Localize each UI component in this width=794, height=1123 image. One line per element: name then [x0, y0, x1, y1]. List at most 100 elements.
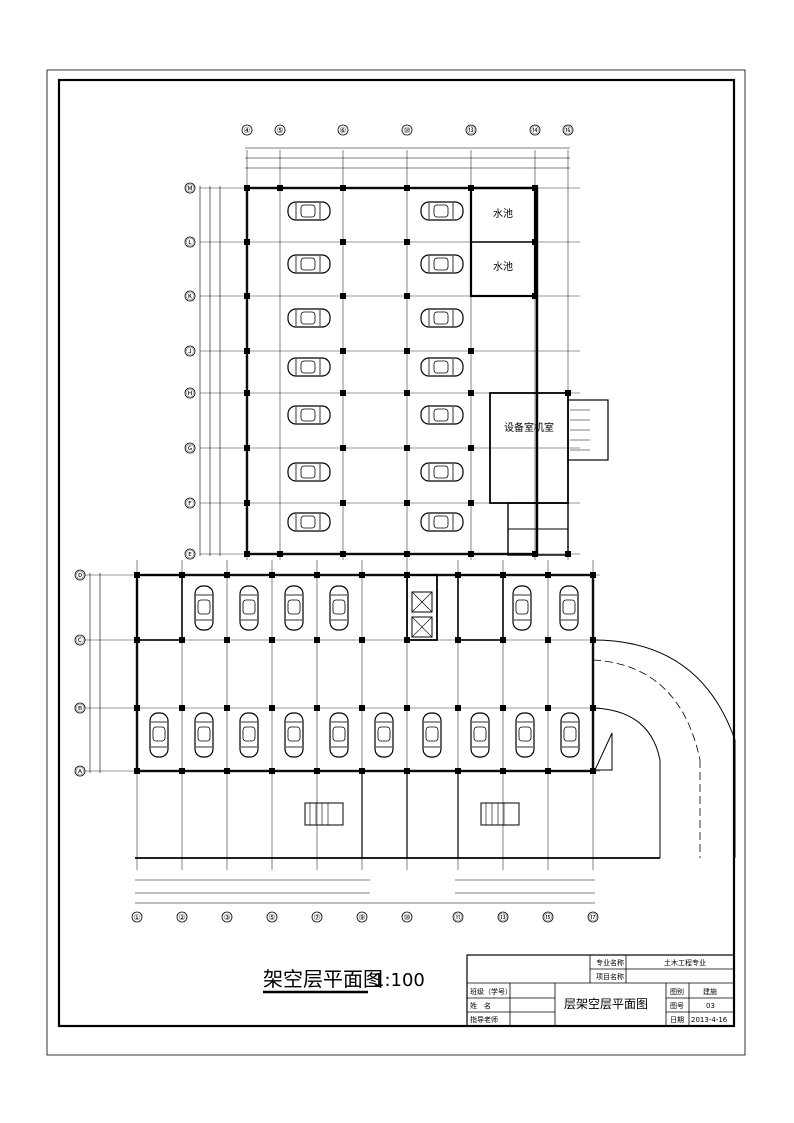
tb-category-label: 图别	[670, 987, 684, 996]
left-axis-bubble-label: Ⓙ	[186, 347, 194, 356]
parked-car-icon	[284, 585, 304, 631]
lower-left-dimension-lines	[89, 573, 101, 773]
lower-parking-cars	[149, 585, 580, 758]
top-axis-bubble-label: ⑤	[276, 126, 283, 135]
tb-number-value: 03	[706, 1002, 715, 1010]
bottom-axis-bubble-label: ⑨	[358, 913, 365, 922]
parked-car-icon	[515, 712, 535, 758]
ramp-curve-center	[592, 659, 701, 761]
parked-car-icon	[287, 254, 331, 274]
left-axis-bubbles-upper: Ⓜ Ⓛ Ⓚ Ⓙ Ⓗ Ⓖ Ⓕ Ⓔ	[184, 182, 196, 560]
outdoor-stair-right	[480, 802, 520, 826]
bottom-axis-bubble: ⑪	[452, 911, 464, 923]
bottom-axis-bubble: ③	[221, 911, 233, 923]
lower-block	[85, 560, 736, 904]
upper-parking-cars	[287, 201, 464, 532]
stair-right	[567, 399, 609, 461]
top-axis-bubble: ⑤	[274, 124, 286, 136]
parked-car-icon	[239, 712, 259, 758]
ramp-curve-outer	[592, 639, 736, 741]
left-axis-bubble-label: Ⓕ	[186, 499, 194, 508]
water-pool-label-2: 水池	[493, 260, 513, 273]
top-axis-bubble-label: ⑬	[467, 126, 475, 135]
stair-room-left	[136, 574, 183, 641]
tb-name-label: 姓 名	[470, 1001, 491, 1010]
parked-car-icon	[329, 585, 349, 631]
left-axis-bubble: Ⓚ	[184, 290, 196, 302]
left-axis-bubble-lower: Ⓑ	[74, 702, 86, 714]
left-axis-bubble: Ⓕ	[184, 497, 196, 509]
parked-car-icon	[422, 712, 442, 758]
tb-date-value: 2013-4-16	[691, 1016, 728, 1024]
parked-car-icon	[149, 712, 169, 758]
bottom-dimension-lines	[135, 879, 595, 904]
parked-car-icon	[287, 357, 331, 377]
left-axis-bubble-lower: Ⓒ	[74, 634, 86, 646]
left-axis-bubble-label: Ⓜ	[186, 184, 194, 193]
outdoor-stair-left	[304, 802, 344, 826]
bottom-axis-bubble-label: ⑦	[313, 913, 320, 922]
tb-project-label: 项目名称	[596, 972, 624, 981]
tb-advisor-label: 指导老师	[470, 1015, 498, 1024]
parked-car-icon	[194, 585, 214, 631]
parked-car-icon	[284, 712, 304, 758]
top-axis-bubble-label: ⑯	[564, 126, 572, 135]
tb-major-value: 土木工程专业	[664, 958, 706, 967]
bottom-axis-bubble: ⑨	[356, 911, 368, 923]
top-dimension-lines	[245, 147, 570, 169]
water-pool-label-1: 水池	[493, 207, 513, 220]
top-axis-bubble: ④	[241, 124, 253, 136]
parked-car-icon	[470, 712, 490, 758]
left-axis-bubbles-lower: Ⓓ Ⓒ Ⓑ Ⓐ	[74, 569, 86, 777]
elevator-core	[406, 574, 438, 641]
upper-columns	[244, 185, 571, 557]
left-axis-bubble: Ⓗ	[184, 387, 196, 399]
bottom-axis-bubble-label: ⑪	[454, 913, 462, 922]
left-axis-bubble-label: Ⓗ	[186, 389, 194, 398]
bottom-axis-bubble: ⑮	[542, 911, 554, 923]
parked-car-icon	[239, 585, 259, 631]
tb-class-label: 班级（学号）	[470, 987, 512, 996]
left-axis-bubble-label: Ⓛ	[186, 238, 194, 247]
bottom-axis-bubble-label: ⑩	[403, 913, 410, 922]
bottom-axis-bubble: ⑦	[311, 911, 323, 923]
left-axis-bubble-lower-label: Ⓐ	[76, 767, 84, 776]
upper-grid	[200, 150, 580, 560]
bottom-axis-bubble: ⑩	[401, 911, 413, 923]
parked-car-icon	[287, 512, 331, 532]
title-block-text: 专业名称 土木工程专业 项目名称 班级（学号） 姓 名 指导老师 图别 建施 图…	[470, 958, 728, 1024]
left-axis-bubble-lower-label: Ⓑ	[76, 704, 84, 713]
left-dimension-lines	[199, 186, 221, 556]
parked-car-icon	[420, 254, 464, 274]
parked-car-icon	[420, 357, 464, 377]
left-axis-bubble: Ⓜ	[184, 182, 196, 194]
parked-car-icon	[420, 512, 464, 532]
bottom-axis-bubble: ⑬	[497, 911, 509, 923]
bottom-axis-bubble: ②	[176, 911, 188, 923]
left-axis-bubble-label: Ⓚ	[186, 292, 194, 301]
bottom-axis-bubble-label: ⑰	[589, 913, 597, 922]
top-axis-bubble-label: ⑩	[403, 126, 410, 135]
ramp-side-stair	[594, 732, 613, 771]
inner-frame-border	[57, 78, 736, 1028]
left-axis-bubble-label: Ⓔ	[186, 550, 194, 559]
outer-sheet-border	[46, 69, 746, 1056]
bottom-axis-bubble-label: ③	[223, 913, 230, 922]
left-axis-bubble: Ⓔ	[184, 548, 196, 560]
top-axis-bubble: ⑩	[401, 124, 413, 136]
left-axis-bubble: Ⓖ	[184, 442, 196, 454]
bottom-axis-bubble-label: ①	[133, 913, 140, 922]
upper-block	[199, 147, 609, 560]
bottom-axis-bubble: ①	[131, 911, 143, 923]
bottom-axis-bubble: ⑰	[587, 911, 599, 923]
title-block	[466, 954, 735, 1027]
left-axis-bubble-lower: Ⓓ	[74, 569, 86, 581]
left-axis-bubble-lower: Ⓐ	[74, 765, 86, 777]
top-axis-bubble: ⑯	[562, 124, 574, 136]
parked-car-icon	[560, 712, 580, 758]
parked-car-icon	[420, 462, 464, 482]
top-axis-bubble: ⑬	[465, 124, 477, 136]
